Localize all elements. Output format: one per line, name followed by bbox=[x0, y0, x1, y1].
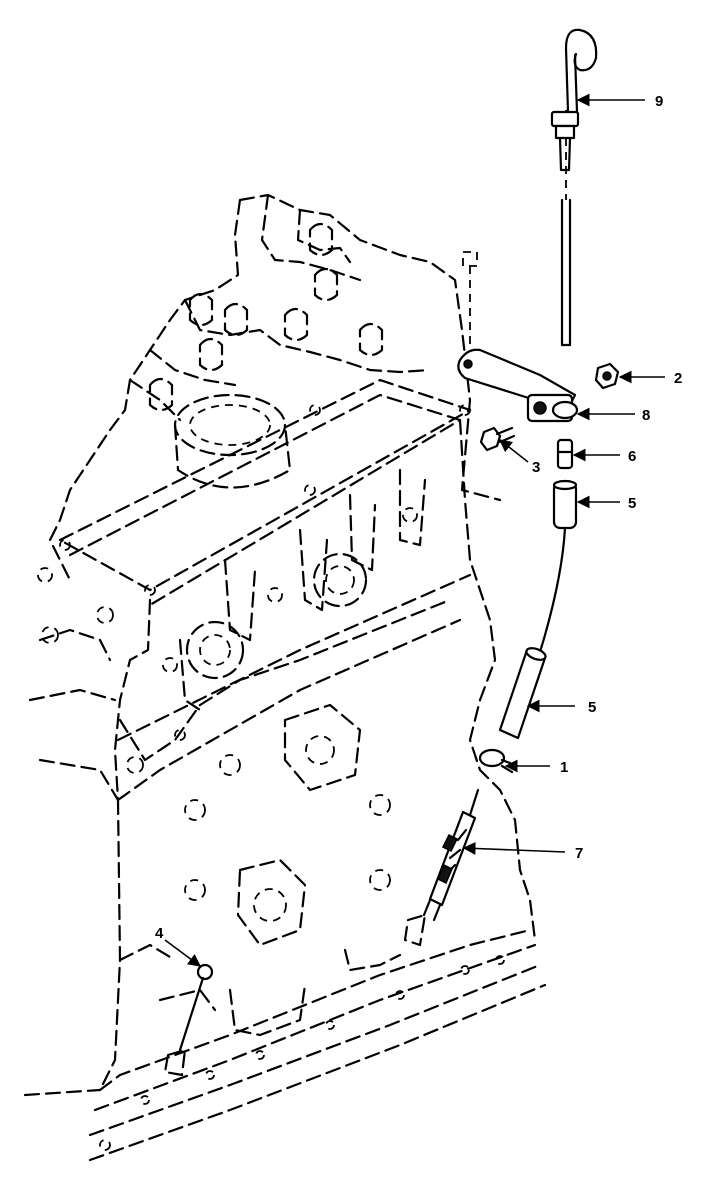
bracket-nut bbox=[594, 362, 620, 390]
callout-2: 2 bbox=[674, 370, 682, 387]
callout-1: 1 bbox=[560, 759, 568, 776]
dipstick-handle bbox=[550, 28, 598, 172]
lower-dipstick-tube bbox=[403, 788, 480, 947]
bracket-capscrew bbox=[479, 426, 516, 452]
callout-6: 6 bbox=[628, 448, 636, 465]
dipstick-bracket bbox=[457, 348, 579, 423]
bracket-bolt bbox=[462, 251, 478, 345]
lower-tube-sleeve bbox=[498, 647, 547, 740]
callout-leaders bbox=[164, 93, 665, 967]
callout-9: 9 bbox=[655, 93, 663, 110]
callout-labels: 9 2 8 3 6 5 5 1 7 4 bbox=[155, 93, 682, 942]
dipstick-rod bbox=[560, 198, 572, 347]
dipstick-assembly bbox=[163, 28, 620, 1077]
callout-8: 8 bbox=[642, 407, 650, 424]
upper-tube-sleeve bbox=[552, 479, 578, 530]
dipstick-fitting bbox=[556, 438, 574, 470]
engine-block-outline bbox=[23, 193, 547, 1162]
callout-5-lower: 5 bbox=[588, 699, 596, 716]
callout-3: 3 bbox=[532, 459, 540, 476]
callout-5-upper: 5 bbox=[628, 495, 636, 512]
dipstick-guide-tube bbox=[538, 526, 567, 654]
tube-clamp bbox=[478, 748, 517, 774]
plug-assembly bbox=[163, 963, 214, 1077]
callout-4: 4 bbox=[155, 925, 164, 942]
callout-7: 7 bbox=[575, 845, 583, 862]
